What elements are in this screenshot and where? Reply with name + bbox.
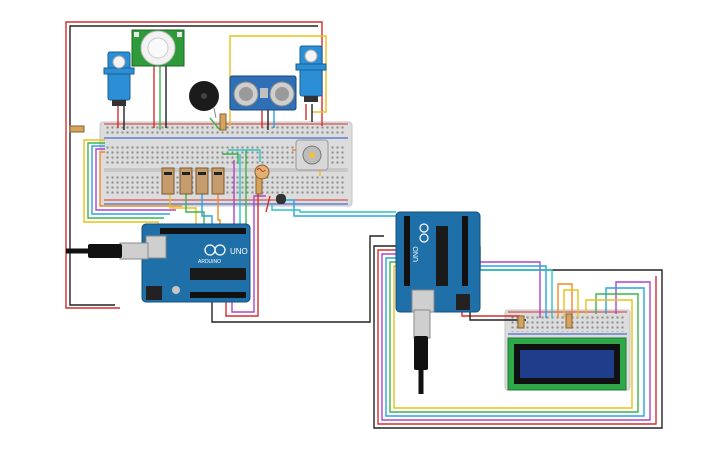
usb-cable-icon [413, 309, 431, 394]
resistors [69, 113, 573, 329]
ultrasonic-sensor-icon [229, 75, 297, 111]
servo-icon [295, 45, 327, 102]
pir-sensor-icon [131, 29, 185, 67]
arduino-brand-label: UNO [413, 246, 420, 262]
servo-icon [103, 51, 135, 106]
buzzer-icon [189, 81, 219, 119]
arduino-maker-label: ARDUINO [198, 259, 221, 265]
arduino-board-right: UNO [395, 211, 481, 313]
arduino-board-left: UNO ARDUINO [141, 223, 251, 303]
photoresistor-icon [254, 164, 270, 180]
dc-motor-icon [295, 139, 329, 171]
arduino-brand-label: UNO [230, 247, 248, 256]
usb-cable-icon [66, 242, 149, 260]
lcd-display-icon [507, 337, 627, 391]
transistor-icon [276, 194, 286, 204]
